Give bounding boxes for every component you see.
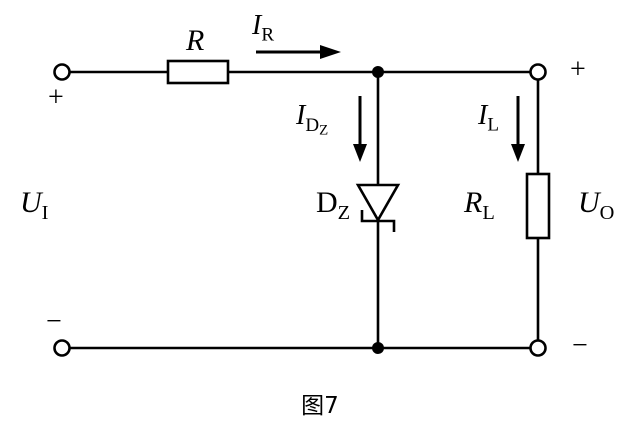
current-arrow-ir-head bbox=[320, 45, 341, 59]
resistor-r-symbol bbox=[166, 59, 230, 85]
label-input-voltage-ui: UI bbox=[20, 186, 49, 225]
label-load-rl: RL bbox=[464, 186, 495, 225]
polarity-plus-left: + bbox=[48, 82, 64, 113]
terminal-top-left bbox=[53, 63, 71, 81]
current-arrow-idz-head bbox=[353, 144, 367, 162]
label-output-voltage-uo: UO bbox=[578, 186, 615, 225]
terminal-bottom-left bbox=[53, 339, 71, 357]
label-current-idz: IDZ bbox=[296, 100, 329, 139]
label-current-il: IL bbox=[478, 100, 499, 136]
current-arrow-il-head bbox=[511, 144, 525, 162]
terminal-top-right bbox=[529, 63, 547, 81]
junction-dot-bottom bbox=[372, 342, 384, 354]
polarity-minus-right: − bbox=[572, 330, 588, 361]
zener-diode-triangle bbox=[355, 183, 401, 223]
polarity-minus-left: − bbox=[46, 306, 62, 337]
figure-caption: 图7 bbox=[301, 393, 339, 419]
polarity-plus-right: + bbox=[570, 54, 586, 85]
label-resistor-r: R bbox=[186, 24, 205, 57]
terminal-bottom-right bbox=[529, 339, 547, 357]
junction-dot-top bbox=[372, 66, 384, 78]
load-resistor-symbol bbox=[525, 172, 551, 240]
label-current-ir: IR bbox=[252, 10, 275, 46]
label-zener-dz: DZ bbox=[316, 186, 351, 225]
